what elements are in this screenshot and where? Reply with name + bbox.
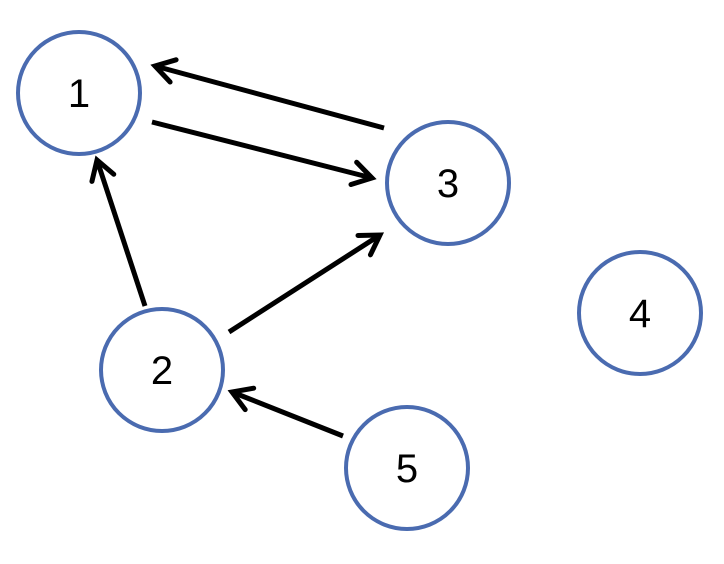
edge-line <box>227 232 382 335</box>
arrowhead-icon <box>348 159 377 188</box>
arrowhead-icon <box>355 232 385 258</box>
node-circle <box>99 307 225 433</box>
node-3: 3 <box>385 120 511 246</box>
edge-line <box>94 159 148 307</box>
node-5: 5 <box>344 405 470 531</box>
edge-2-to-3 <box>227 232 385 335</box>
edge-3-to-1 <box>150 57 385 131</box>
arrowhead-icon <box>89 155 117 184</box>
edge-2-to-1 <box>89 155 148 307</box>
arrowhead-icon <box>150 57 179 85</box>
node-label: 4 <box>629 292 651 336</box>
node-circle <box>344 405 470 531</box>
edge-5-to-2 <box>227 385 344 439</box>
node-4: 4 <box>577 250 703 376</box>
node-label: 2 <box>151 349 173 393</box>
node-circle <box>577 250 703 376</box>
node-2: 2 <box>99 307 225 433</box>
node-label: 1 <box>68 72 90 116</box>
node-circle <box>16 30 142 156</box>
edge-line <box>151 119 373 181</box>
edge-line <box>231 389 344 439</box>
edges-layer <box>89 57 385 439</box>
node-label: 5 <box>396 447 418 491</box>
edge-line <box>154 63 385 131</box>
node-circle <box>385 120 511 246</box>
node-1: 1 <box>16 30 142 156</box>
edge-1-to-3 <box>151 119 377 188</box>
node-label: 3 <box>437 162 459 206</box>
arrowhead-icon <box>227 385 257 413</box>
nodes-layer: 1 2 3 4 5 <box>16 30 703 531</box>
